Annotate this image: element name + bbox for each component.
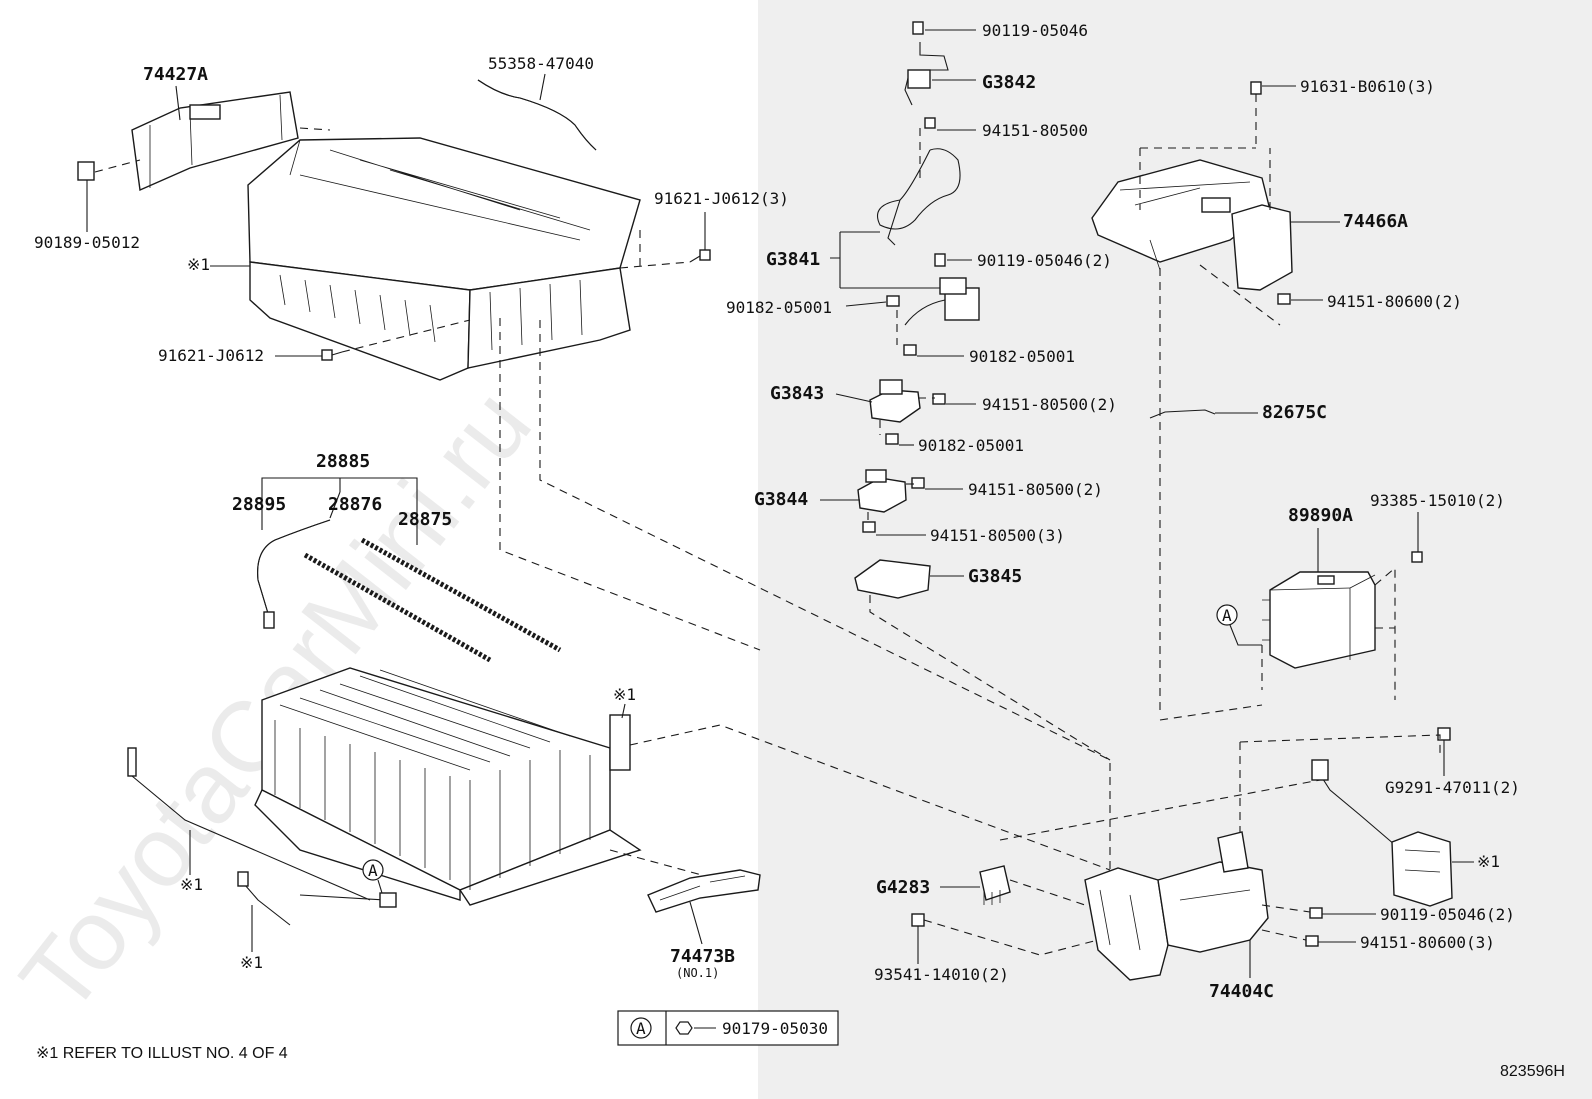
callout-g3843: G3843 — [770, 383, 824, 404]
relay-g3844 — [857, 469, 907, 513]
reference-letter-a-left: A — [368, 861, 378, 880]
callout-28875: 28875 — [398, 509, 452, 530]
callout-91631-b0610-3: 91631-B0610(3) — [1300, 77, 1435, 96]
tray-74404c — [1084, 831, 1269, 981]
callout-94151-80600-3: 94151-80600(3) — [1360, 933, 1495, 952]
legend-circle-icon — [630, 1017, 652, 1039]
reference-letter-a-right: A — [1222, 606, 1232, 625]
callout-94151-80600-2: 94151-80600(2) — [1327, 292, 1462, 311]
callout-94151-80500-2b: 94151-80500(2) — [968, 480, 1103, 499]
cable-circle-a — [299, 892, 397, 908]
callout-90119-05046-2: 90119-05046(2) — [977, 251, 1112, 270]
bus-bar-28875 — [360, 537, 562, 653]
nut-icon — [675, 1021, 693, 1035]
callout-ref1-small-cable: ※1 — [240, 953, 263, 972]
callout-ref1-cable: ※1 — [180, 875, 203, 894]
callout-28876: 28876 — [328, 494, 382, 515]
nut-94151-80500-2b — [911, 477, 925, 489]
legend-letter: A — [636, 1019, 646, 1038]
callout-74473b: 74473B — [670, 946, 735, 967]
bolt-91621-j0612-3 — [689, 249, 711, 263]
callout-74427a: 74427A — [143, 64, 208, 85]
harness-g3841 — [876, 117, 961, 246]
cable-left-long — [127, 747, 371, 901]
bolt-91631 — [1250, 81, 1262, 95]
callout-g3845: G3845 — [968, 566, 1022, 587]
nut-90182-b — [903, 344, 917, 356]
callout-g4283: G4283 — [876, 877, 930, 898]
legend-part-number: 90179-05030 — [722, 1019, 828, 1038]
nut-90182-a — [886, 295, 900, 307]
battery-cell-stack — [254, 667, 1111, 906]
callout-90119-05046: 90119-05046 — [982, 21, 1088, 40]
bracket-right-ref1 — [1391, 831, 1453, 907]
callout-94151-80500: 94151-80500 — [982, 121, 1088, 140]
callout-g3844: G3844 — [754, 489, 808, 510]
fuse-82675c — [1149, 409, 1216, 419]
callout-28895: 28895 — [232, 494, 286, 515]
callout-91621-j0612-3: 91621-J0612(3) — [654, 189, 789, 208]
callout-91621-j0612: 91621-J0612 — [158, 346, 264, 365]
nut-94151-80500-2a — [932, 393, 946, 405]
reference-circle-a-right — [1216, 604, 1238, 626]
bracket-74473b — [647, 869, 761, 913]
relay-g3841 — [904, 253, 980, 326]
cable-small — [237, 871, 291, 926]
callout-94151-80500-2a: 94151-80500(2) — [982, 395, 1117, 414]
nut-90182-c — [885, 433, 899, 445]
callout-28885: 28885 — [316, 451, 370, 472]
callout-g3842: G3842 — [982, 72, 1036, 93]
callout-82675c: 82675C — [1262, 402, 1327, 423]
bolt-90119-2b — [1309, 907, 1323, 919]
bracket-g3845 — [854, 559, 931, 599]
callout-ref1-right: ※1 — [1477, 852, 1500, 871]
drawing-number: 823596H — [1500, 1063, 1565, 1080]
clip-g4283 — [979, 865, 1011, 905]
bus-bar-28876 — [303, 552, 492, 663]
bolt-93385 — [1411, 551, 1423, 563]
callout-74466a: 74466A — [1343, 211, 1408, 232]
reference-circle-a-left — [362, 859, 384, 881]
callout-90182-05001-c: 90182-05001 — [918, 436, 1024, 455]
legend-box: A 90179-05030 — [617, 1010, 839, 1046]
callout-ref1-stack: ※1 — [613, 685, 636, 704]
callout-90119-05046-2b: 90119-05046(2) — [1380, 905, 1515, 924]
relay-g3843 — [869, 379, 921, 423]
nut-94151-80600-3 — [1305, 935, 1319, 947]
ecu-89890a — [1262, 571, 1376, 669]
callout-55358-47040: 55358-47040 — [488, 54, 594, 73]
callout-90182-05001-a: 90182-05001 — [726, 298, 832, 317]
callout-74404c: 74404C — [1209, 981, 1274, 1002]
harness-g3842 — [904, 21, 949, 106]
callout-93541-14010-2: 93541-14010(2) — [874, 965, 1009, 984]
nut-94151-80600-2 — [1277, 293, 1291, 305]
nut-94151-80500-3 — [862, 521, 876, 533]
cover-74466a — [1091, 159, 1293, 291]
callout-90182-05001-b: 90182-05001 — [969, 347, 1075, 366]
bracket-74427a — [131, 91, 299, 192]
callout-ref1-case: ※1 — [187, 255, 210, 274]
battery-upper-case — [247, 137, 641, 381]
callout-89890a: 89890A — [1288, 505, 1353, 526]
callout-g9291-47011-2: G9291-47011(2) — [1385, 778, 1520, 797]
callout-93385-15010-2: 93385-15010(2) — [1370, 491, 1505, 510]
bolt-93541 — [911, 913, 925, 927]
footnote: ※1 REFER TO ILLUST NO. 4 OF 4 — [36, 1045, 288, 1062]
callout-94151-80500-3: 94151-80500(3) — [930, 526, 1065, 545]
wire-28895 — [257, 519, 331, 629]
callout-74473b-sub: (NO.1) — [676, 966, 719, 980]
bolt-91621-j0612 — [321, 349, 343, 361]
callout-90189-05012: 90189-05012 — [34, 233, 140, 252]
callout-g3841: G3841 — [766, 249, 820, 270]
clip-90189 — [77, 161, 95, 181]
